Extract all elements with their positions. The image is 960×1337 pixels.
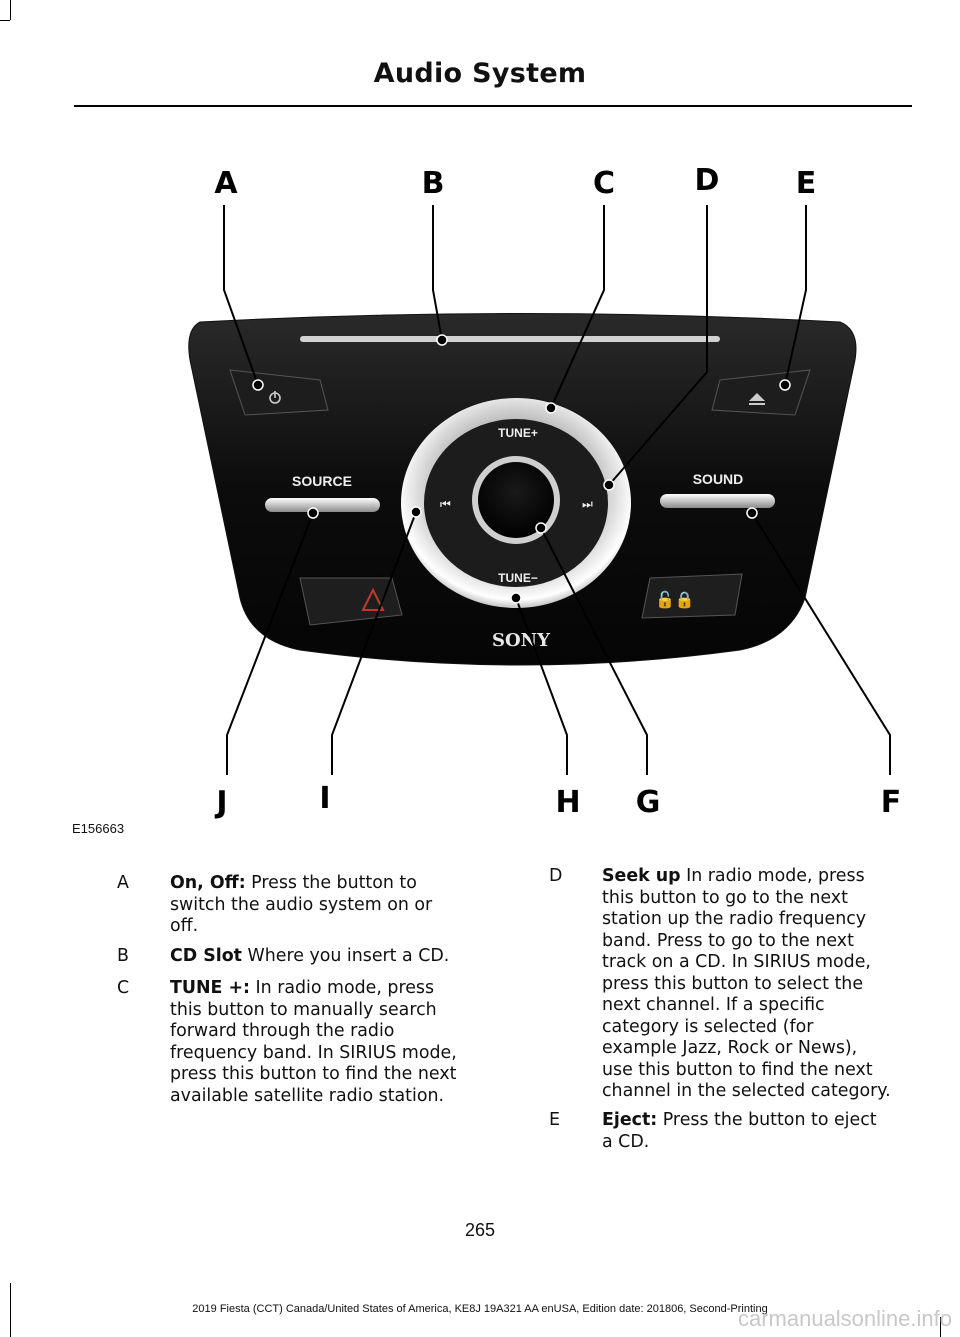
item-line: press this button to select the [602,973,864,994]
item-line: example Jazz, Rock or News), [602,1038,858,1058]
callout-label-i: I [319,781,330,816]
callout-label-c: C [593,166,615,201]
brand-logo: SONY [492,630,551,651]
callout-label-b: B [422,166,445,201]
callout-label-g: G [636,785,661,820]
callout-label-a: A [214,166,238,201]
item-line: frequency band. In SIRIUS mode, [170,1042,457,1063]
item-line: Press the button to eject [657,1110,877,1130]
item-line: off. [170,916,199,936]
callout-label-d: D [695,163,720,198]
hazard-panel [299,577,403,626]
page-number: 265 [464,1220,496,1240]
item-term: Eject: [602,1110,658,1130]
item-line: station up the radio frequency [602,909,867,929]
volume-knob [478,462,554,538]
callout-label-h: H [555,785,580,820]
eject-icon [749,393,765,401]
item-term: TUNE +: [170,978,250,998]
item-line: category is selected (for [602,1016,814,1037]
item-term: CD Slot [170,946,242,966]
image-id: E156663 [72,821,125,836]
item-line: forward through the radio [170,1021,395,1041]
callout-label-f: F [881,785,902,820]
crop-mark [940,1317,941,1337]
item-line: use this button to find the next [602,1059,873,1080]
list-item: C TUNE +: In radio mode, press this butt… [117,978,477,1113]
callout-label-e: E [796,166,817,201]
list-item: B CD Slot Where you insert a CD. [117,946,477,971]
seek-down-icon: ⏮ [440,497,451,511]
item-text: Eject: Press the button to eject a CD. [602,1110,877,1153]
item-line: In radio mode, press [680,866,865,886]
item-line: band. Press to go to the next [602,930,854,951]
page-footer: 2019 Fiesta (CCT) Canada/United States o… [192,1303,768,1315]
sound-label: SOUND [693,471,744,487]
item-text: TUNE +: In radio mode, press this button… [170,978,457,1107]
list-item: A On, Off: Press the button to switch th… [117,873,477,943]
item-line: this button to go to the next [602,887,848,908]
tune-plus-label: TUNE+ [498,426,538,440]
item-line: Press the button to [245,873,417,893]
item-line: next channel. If a specific [602,995,825,1015]
item-line: a CD. [602,1131,650,1152]
item-letter: B [117,946,129,966]
crop-mark [10,1283,11,1337]
item-letter: D [549,866,563,886]
source-label: SOURCE [292,473,352,489]
item-line: switch the audio system on or [170,894,433,915]
hazard-icon [361,587,385,611]
item-text: CD Slot Where you insert a CD. [170,946,449,968]
leader-lines [223,205,891,775]
item-letter: E [549,1110,560,1130]
item-line: In radio mode, press [250,978,435,998]
list-item: E Eject: Press the button to eject a CD. [549,1110,909,1156]
list-item: D Seek up In radio mode, press this butt… [549,866,909,1106]
item-text: On, Off: Press the button to switch the … [170,873,432,938]
item-line: track on a CD. In SIRIUS mode, [602,952,871,972]
callout-label-j: J [214,785,227,820]
crop-mark [10,0,11,20]
item-term: Seek up [602,866,681,886]
source-button [265,498,380,512]
item-text: Seek up In radio mode, press this button… [602,866,891,1103]
item-term: On, Off: [170,873,246,893]
cd-slot [300,336,720,342]
tune-minus-label: TUNE− [498,571,538,585]
page-title: Audio System [373,58,587,89]
watermark-text: carmanualsonline.info [737,1306,952,1331]
item-line: available satellite radio station. [170,1085,445,1106]
lock-icon: 🔓🔒 [655,590,695,609]
item-line: this button to manually search [170,999,437,1020]
seek-up-icon: ⏭ [582,497,593,511]
header-rule [74,105,912,107]
audio-panel-figure: SOURCE SOUND TUNE+ TUNE− ⏮ ⏭ 🔓🔒 SONY [188,163,902,820]
item-line: press this button to find the next [170,1064,457,1084]
item-letter: A [117,873,129,893]
item-letter: C [117,978,130,998]
callout-dots [252,334,791,604]
item-line: channel in the selected category. [602,1081,891,1101]
item-line: Where you insert a CD. [242,946,450,966]
crop-mark [0,20,10,21]
lock-panel [641,573,743,619]
sound-button [660,494,775,508]
